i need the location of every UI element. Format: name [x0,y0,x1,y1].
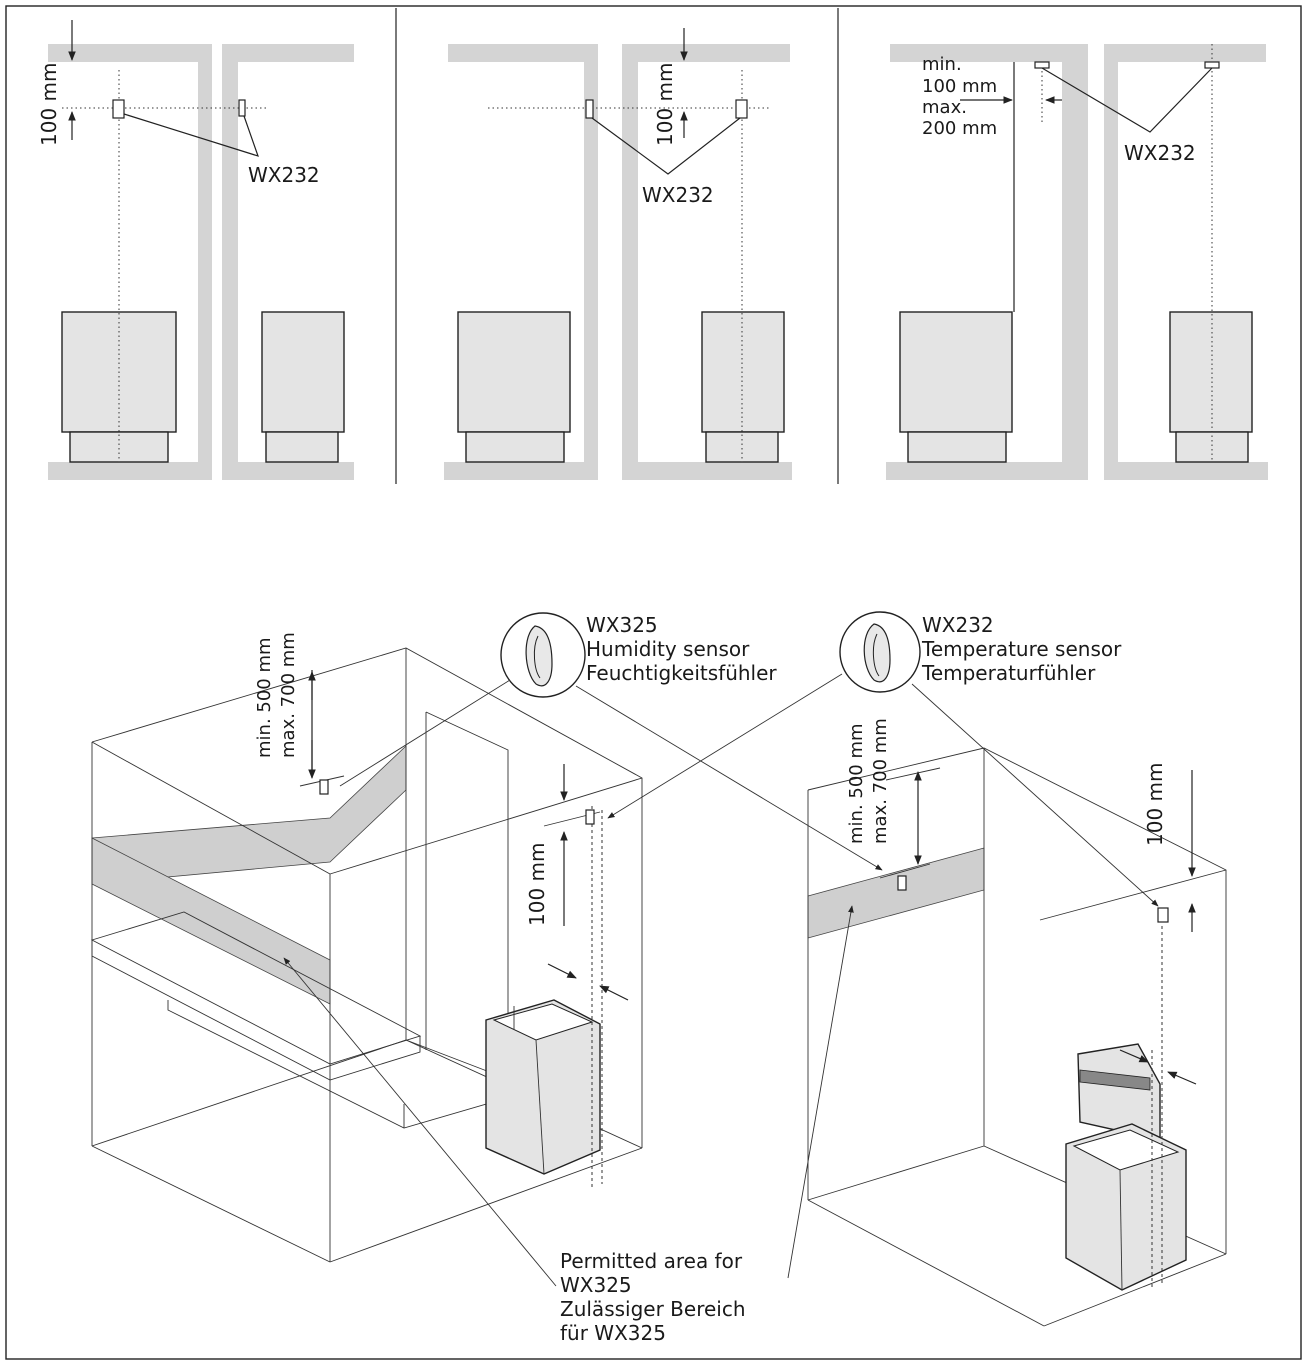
dimension-label: max. [922,97,967,118]
heater [261,311,345,433]
top-panel-3: min. 100 mm max. 200 mm WX232 [886,44,1268,480]
top-panel-2: 100 mm WX232 [444,28,792,480]
dimension-label: 100 mm [922,76,997,97]
heater [1169,311,1253,433]
sensor-icon [1157,907,1169,923]
top-panel-1: 100 mm WX232 [37,20,354,480]
dimension-label: min. 500 mm [846,723,867,844]
sensor-icon [112,99,125,119]
area-label: Zulässiger Bereich [560,1297,746,1321]
dimension-label: 100 mm [653,63,677,147]
sensor-icon [1034,61,1050,69]
dimension-label: 100 mm [37,63,61,147]
sensor-icon [238,99,246,117]
heater-base [465,431,565,463]
callout-model: WX325 [586,613,658,637]
callout-en: Humidity sensor [586,637,750,661]
left-room: 100 mm min. 500 mm max. 700 mm WX325 Hum… [90,612,883,1345]
callout-model: WX232 [922,613,994,637]
heater [1065,1123,1187,1291]
sensor-label: WX232 [248,163,320,187]
heater-base [907,431,1007,463]
heater [457,311,571,433]
heater [485,999,601,1175]
heater-base [1175,431,1249,463]
dimension-label: 100 mm [1143,763,1167,847]
heater-base [265,431,339,463]
dimension-label: 200 mm [922,118,997,139]
sensor-icon [319,779,329,795]
sensor-label: WX232 [642,183,714,207]
dimension-label: max. 700 mm [278,632,299,758]
permitted-area-band [807,847,985,939]
sensor-icon [735,99,748,119]
outer-frame [5,5,1302,1360]
sensor-icon [585,809,595,825]
sensor-icon [897,875,907,891]
area-label: WX325 [560,1273,632,1297]
area-label: Permitted area for [560,1249,743,1273]
sensor-icon [585,99,594,119]
callout-de: Temperaturfühler [921,661,1096,685]
callout-de: Feuchtigkeitsfühler [586,661,777,685]
sensor-icon [1204,61,1220,69]
callout-en: Temperature sensor [921,637,1122,661]
dimension-label: max. 700 mm [870,718,891,844]
area-label: für WX325 [560,1321,666,1345]
right-room: 100 mm min. 500 mm max. 700 mm WX232 Tem… [607,611,1227,1327]
sensor-label: WX232 [1124,141,1196,165]
heater [701,311,785,433]
dimension-label: min. 500 mm [254,637,275,758]
control-panel [1077,1043,1161,1141]
dimension-label: min. [922,54,962,75]
dimension-label: 100 mm [525,843,549,927]
heater [899,311,1013,433]
